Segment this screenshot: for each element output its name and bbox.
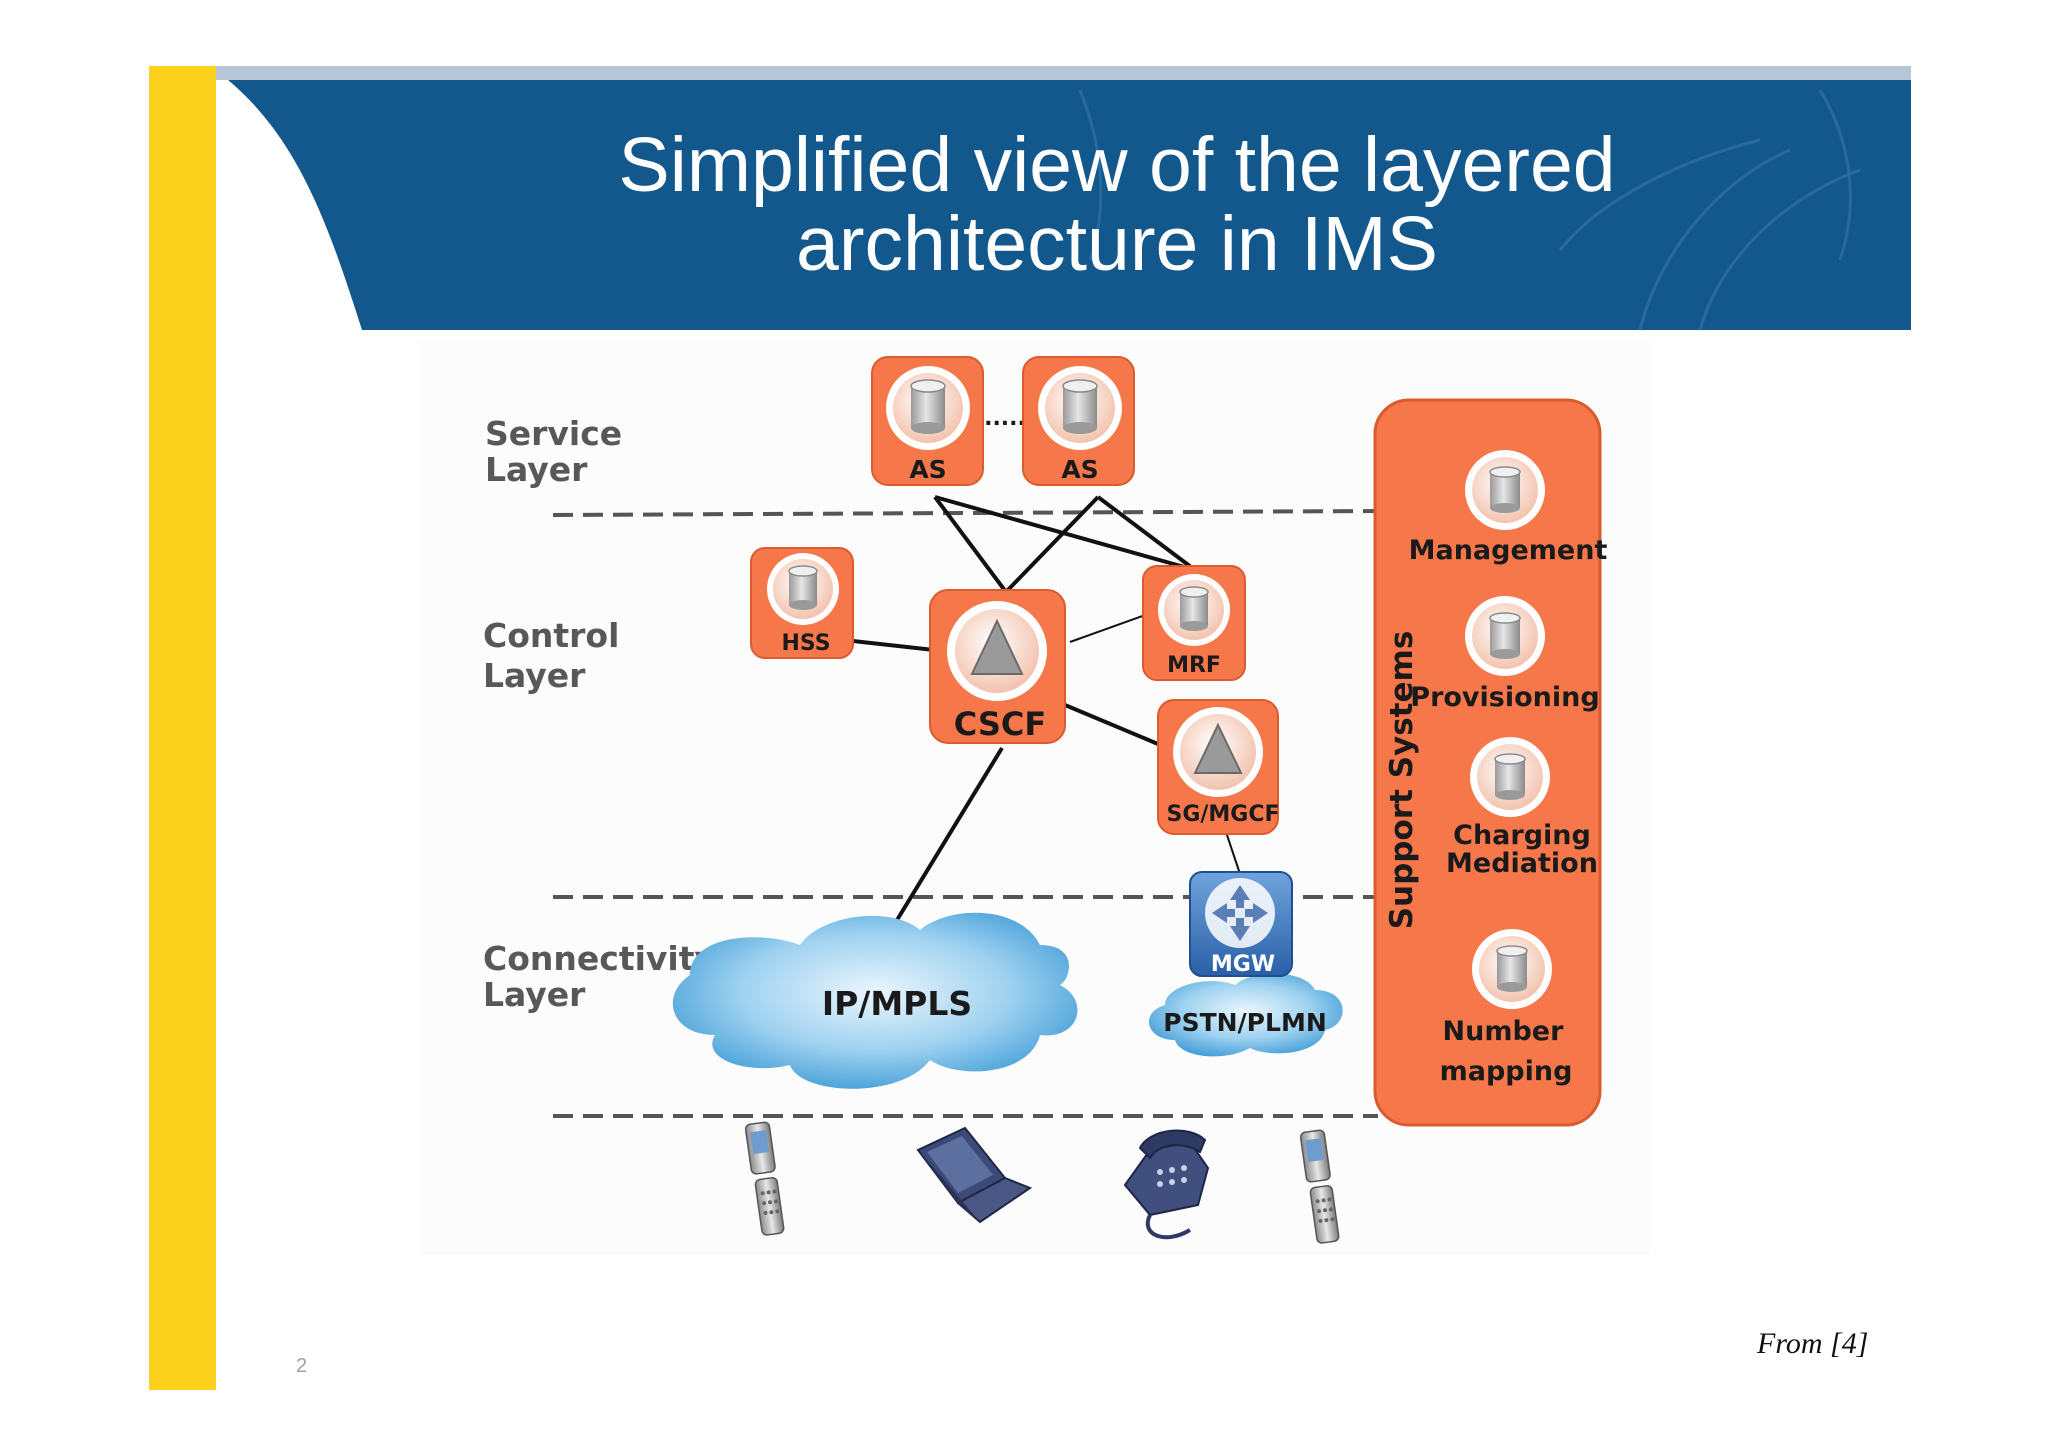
header-top-stripe: [216, 66, 1911, 80]
database-icon: [910, 379, 946, 434]
connection-lines: [852, 495, 1243, 922]
side-bar: [149, 66, 216, 1390]
laptop-icon: [916, 1126, 1033, 1224]
slide-title-line2: architecture in IMS: [796, 201, 1438, 287]
sg-mgcf-node[interactable]: SG/MGCF: [1157, 699, 1280, 835]
triangle-icon: [1193, 722, 1243, 774]
header-banner: [228, 80, 1911, 330]
as-node-left[interactable]: AS: [871, 356, 984, 486]
mrf-label: MRF: [1167, 653, 1221, 678]
database-icon: [788, 565, 818, 610]
mgw-node[interactable]: MGW: [1189, 871, 1293, 977]
mobile-phone-icon: [1299, 1129, 1340, 1244]
mapping-label: mapping: [1440, 1056, 1573, 1087]
database-icon: [1062, 379, 1098, 434]
mobile-phone-icon: [744, 1121, 785, 1236]
cscf-node[interactable]: CSCF: [929, 589, 1066, 744]
slide-title-line1: Simplified view of the layered: [618, 122, 1615, 208]
page-number: 2: [296, 1355, 307, 1377]
source-note: From [4]: [1756, 1327, 1868, 1360]
hss-label: HSS: [781, 631, 830, 656]
as-separator-dots: .....: [984, 406, 1026, 431]
banner-decoration: [1078, 89, 1861, 331]
mgw-label: MGW: [1211, 952, 1275, 977]
desk-phone-icon: [1123, 1129, 1210, 1240]
charging-label: Charging: [1453, 820, 1591, 851]
sg-mgcf-label: SG/MGCF: [1166, 802, 1279, 827]
layer-separators: [552, 509, 1379, 1118]
support-systems-title: Support Systems: [1384, 631, 1420, 930]
number-label: Number: [1443, 1016, 1565, 1047]
as-right-label: AS: [1061, 455, 1098, 484]
control-layer-label: Control: [483, 616, 619, 655]
mrf-node[interactable]: MRF: [1142, 565, 1246, 681]
pstn-plmn-label: PSTN/PLMN: [1163, 1008, 1327, 1037]
triangle-icon: [970, 618, 1024, 675]
database-icon: [1496, 945, 1528, 992]
connectivity-layer-label-2: Layer: [483, 975, 586, 1014]
provisioning-label: Provisioning: [1410, 682, 1599, 713]
management-item[interactable]: Management: [1409, 450, 1608, 566]
database-icon: [1494, 753, 1526, 800]
service-layer-label: Service: [485, 414, 622, 453]
ip-mpls-label: IP/MPLS: [822, 984, 972, 1023]
cscf-label: CSCF: [954, 705, 1046, 743]
database-icon: [1489, 612, 1521, 659]
management-label: Management: [1409, 535, 1608, 566]
control-layer-label-2: Layer: [483, 656, 586, 695]
mediation-label: Mediation: [1446, 848, 1598, 879]
database-icon: [1489, 466, 1521, 513]
pstn-plmn-cloud: PSTN/PLMN: [1148, 973, 1343, 1057]
number-mapping-item[interactable]: Number mapping: [1440, 929, 1573, 1087]
service-layer-label-2: Layer: [485, 450, 588, 489]
as-left-label: AS: [909, 455, 946, 484]
charging-mediation-item[interactable]: Charging Mediation: [1446, 737, 1598, 879]
as-node-right[interactable]: AS: [1022, 356, 1135, 486]
hss-node[interactable]: HSS: [750, 547, 854, 659]
connectivity-layer-label: Connectivity: [483, 939, 716, 978]
database-icon: [1179, 586, 1209, 631]
router-icon: [1212, 885, 1268, 941]
ip-mpls-cloud: IP/MPLS: [672, 912, 1078, 1089]
provisioning-item[interactable]: Provisioning: [1410, 596, 1600, 713]
support-systems-panel: Support Systems Management Provisioning: [1373, 398, 1608, 1127]
